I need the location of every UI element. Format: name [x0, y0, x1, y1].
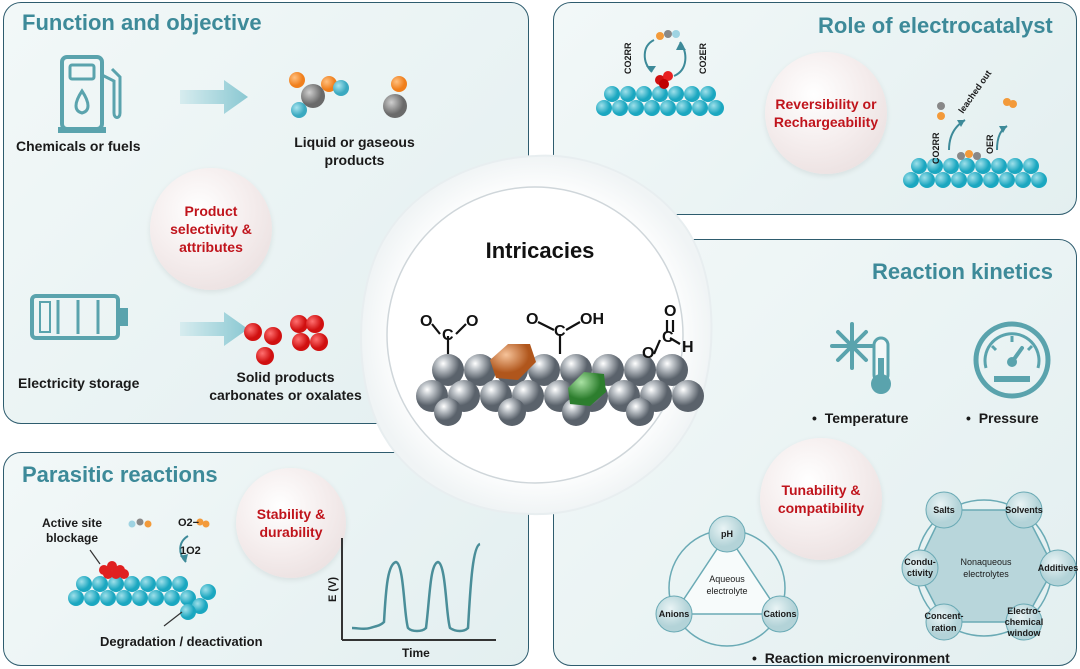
bubble-line: attributes [179, 239, 243, 255]
intricacies-title: Intricacies [485, 238, 595, 263]
co2-cycle-diagram: CO2RR CO2ER [596, 30, 724, 116]
active-site-label: Active site blockage [42, 516, 102, 546]
parasitic-reactions-title: Parasitic reactions [22, 462, 218, 487]
active-line-2: blockage [46, 531, 99, 545]
aqueous-center-1: Aqueous [709, 574, 745, 584]
bubble-line: Rechargeability [773, 114, 879, 130]
function-objective-title: Function and objective [22, 10, 262, 35]
cations-node: Cations [763, 609, 796, 619]
bubble-line: selectivity & [170, 221, 252, 237]
singlet-oxygen-label: 1O2 [180, 545, 201, 557]
fuel-pump-icon [58, 55, 122, 133]
gaseous-molecules-icon [289, 72, 407, 118]
o-atom: O [526, 311, 538, 328]
bubble-line: compatibility [777, 500, 865, 516]
concentration-node-1: Concent- [925, 611, 964, 621]
liquid-products-label: Liquid or gaseous products [282, 133, 427, 169]
stability-bubble: Stability & durability [236, 468, 346, 578]
window-node-2: chemical [1005, 617, 1044, 627]
concentration-node-2: ration [931, 623, 956, 633]
anions-node: Anions [659, 609, 690, 619]
bubble-line: durability [259, 524, 323, 540]
oer-label: OER [985, 134, 995, 154]
solid-products-label: Solid products carbonates or oxalates [208, 368, 363, 404]
nonaqueous-electrolyte-diagram: Salts Solvents Additives Electro- chemic… [901, 491, 1079, 641]
arrow-icon [180, 312, 248, 346]
degradation-label: Degradation / deactivation [100, 634, 263, 649]
aqueous-center-2: electrolyte [706, 586, 747, 596]
c-atom: C [554, 323, 566, 340]
o-atom: O [420, 313, 432, 330]
bullet: • [812, 410, 817, 426]
degradation-diagram: O2− 1O2 [68, 517, 216, 627]
aqueous-electrolyte-diagram: pH Anions Cations Aqueous electrolyte [655, 515, 799, 647]
o-atom: O [664, 303, 676, 320]
o-atom: O [466, 313, 478, 330]
oh-group: OH [580, 311, 604, 328]
pressure-text: Pressure [978, 410, 1039, 426]
thermometer-snowflake-icon [830, 322, 891, 394]
leaching-diagram: CO2RR OER leached out [903, 68, 1047, 188]
tunability-bubble: Tunability & compatibility [760, 438, 882, 560]
microenvironment-text: Reaction microenvironment [764, 650, 950, 666]
temperature-text: Temperature [824, 410, 909, 426]
chemicals-label: Chemicals or fuels [16, 138, 141, 154]
bubble-line: Tunability & [781, 482, 861, 498]
solid-products-icon [244, 315, 328, 365]
salts-node: Salts [933, 505, 955, 515]
conductivity-node-1: Condu- [904, 557, 936, 567]
co2rr-label: CO2RR [623, 42, 633, 74]
role-electrocatalyst-title: Role of electrocatalyst [818, 13, 1053, 38]
arrow-icon [180, 80, 248, 114]
temperature-label: • Temperature [812, 409, 908, 427]
catalyst-surface-illustration: O C O O C OH O C H O [416, 303, 704, 426]
ph-node: pH [721, 529, 733, 539]
reversibility-bubble: Reversibility or Rechargeability [765, 52, 887, 174]
c-atom: C [662, 329, 674, 346]
bubble-line: Product [184, 203, 238, 219]
liquid-line-1: Liquid or gaseous [294, 134, 415, 150]
bubble-line: Reversibility or [775, 96, 877, 112]
ev-axis-label: E (V) [327, 577, 339, 602]
solvents-node: Solvents [1005, 505, 1043, 515]
product-selectivity-bubble: Product selectivity & attributes [150, 168, 272, 290]
reaction-kinetics-title: Reaction kinetics [872, 259, 1053, 284]
conductivity-node-2: ctivity [907, 568, 933, 578]
o-atom: O [642, 345, 654, 362]
co2rr-label: CO2RR [931, 132, 941, 164]
h-atom: H [682, 339, 694, 356]
electricity-label: Electricity storage [18, 375, 140, 391]
solid-line-1: Solid products [236, 369, 335, 385]
pressure-label: • Pressure [966, 409, 1039, 427]
pressure-gauge-icon [973, 321, 1051, 399]
nonaqueous-center-2: electrolytes [963, 569, 1009, 579]
active-line-1: Active site [42, 516, 103, 530]
bubble-line: Stability & [256, 506, 326, 522]
solid-line-2: carbonates or oxalates [209, 387, 362, 403]
c-atom: C [442, 327, 454, 344]
nonaqueous-center-1: Nonaqueous [960, 557, 1012, 567]
window-node-1: Electro- [1007, 606, 1041, 616]
liquid-line-2: products [324, 152, 385, 168]
battery-icon [30, 294, 128, 340]
co2er-label: CO2ER [698, 42, 708, 74]
bullet: • [966, 410, 971, 426]
additives-node: Additives [1038, 563, 1079, 573]
potential-time-plot: E (V) Time [327, 538, 496, 660]
bullet: • [752, 650, 757, 666]
superoxide-label: O2− [178, 517, 199, 529]
time-axis-label: Time [402, 646, 430, 660]
microenvironment-label: • Reaction microenvironment [752, 649, 950, 667]
window-node-3: window [1007, 628, 1042, 638]
